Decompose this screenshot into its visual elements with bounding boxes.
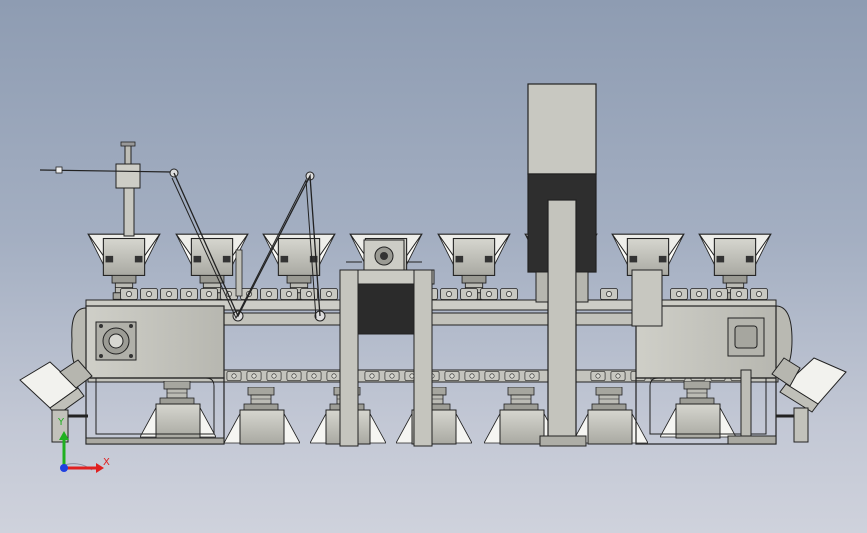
left-end-motor <box>19 359 93 443</box>
motor-column <box>527 83 663 447</box>
x-axis-arrowhead <box>96 463 104 473</box>
y-axis-label: Y <box>58 417 65 428</box>
bottom-hopper-4 <box>396 387 472 445</box>
bottom-hopper-2 <box>224 387 300 445</box>
right-end-motor <box>771 357 847 443</box>
y-axis-arrowhead <box>59 431 69 440</box>
tensioner <box>39 141 326 322</box>
center-drive-frame <box>339 239 435 447</box>
z-axis-marker <box>60 464 68 472</box>
upper-chain <box>120 288 768 300</box>
bottom-hopper-1 <box>140 381 216 439</box>
bottom-hopper-row <box>140 381 736 445</box>
coordinate-triad <box>59 431 104 473</box>
bottom-hopper-7 <box>660 381 736 439</box>
x-axis-label: X <box>103 457 110 468</box>
right-gearbox <box>635 305 777 445</box>
left-gearbox <box>85 305 225 445</box>
